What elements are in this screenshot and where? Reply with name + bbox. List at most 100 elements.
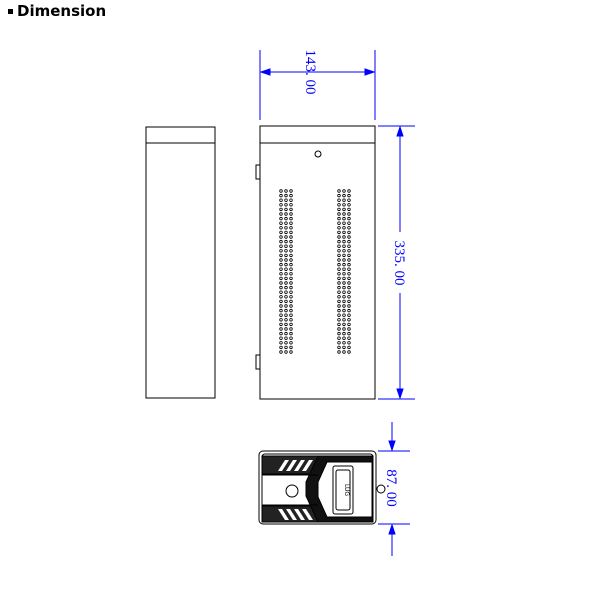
indicator-light-icon bbox=[314, 150, 322, 158]
vent-hole bbox=[289, 198, 293, 202]
vent-hole bbox=[284, 331, 288, 336]
vent-hole bbox=[279, 281, 283, 285]
vent-hole bbox=[289, 281, 293, 285]
vent-hole bbox=[337, 230, 341, 235]
vent-hole bbox=[289, 262, 293, 267]
vent-hole bbox=[342, 230, 346, 235]
vent-hole bbox=[289, 212, 293, 216]
vent-hole bbox=[337, 313, 341, 317]
side-view-body bbox=[145, 126, 216, 399]
vent-hole bbox=[289, 313, 293, 317]
vent-hole bbox=[337, 207, 341, 212]
vent-hole bbox=[337, 189, 341, 193]
vent-hole bbox=[337, 272, 341, 276]
vent-hole bbox=[337, 336, 341, 340]
vent-hole bbox=[284, 304, 288, 308]
vent-hole bbox=[284, 212, 288, 216]
top-view bbox=[258, 450, 386, 525]
vent-hole bbox=[279, 258, 283, 262]
vent-hole bbox=[342, 249, 346, 253]
vent-hole bbox=[342, 276, 346, 281]
vent-hole bbox=[289, 304, 293, 308]
vent-hole bbox=[284, 285, 288, 290]
vent-hole bbox=[284, 235, 288, 239]
vent-hole bbox=[337, 350, 341, 354]
section-heading-label: Dimension bbox=[17, 2, 107, 20]
vent-hole bbox=[289, 249, 293, 253]
vent-hole bbox=[337, 267, 341, 271]
vent-hole bbox=[279, 244, 283, 248]
vent-hole bbox=[347, 304, 351, 308]
vent-hole bbox=[347, 281, 351, 285]
vent-hole bbox=[289, 216, 293, 221]
vent-hole bbox=[347, 230, 351, 235]
vent-hole bbox=[347, 318, 351, 322]
vent-hole bbox=[342, 318, 346, 322]
vent-hole bbox=[284, 290, 288, 294]
vent-hole bbox=[342, 212, 346, 216]
vent-hole bbox=[337, 258, 341, 262]
vent-hole bbox=[342, 216, 346, 221]
vent-hole bbox=[289, 207, 293, 212]
depth-dimension bbox=[378, 422, 410, 556]
vent-hole bbox=[342, 235, 346, 239]
vent-hole bbox=[279, 235, 283, 239]
vent-hole bbox=[279, 285, 283, 290]
vent-hole bbox=[279, 221, 283, 225]
vent-hole bbox=[347, 221, 351, 225]
vent-hole bbox=[279, 313, 283, 317]
power-socket-icon bbox=[285, 484, 299, 498]
vent-hole bbox=[279, 341, 283, 345]
width-dimension-label: 143. 00 bbox=[302, 50, 318, 95]
vent-hole bbox=[289, 295, 293, 299]
vent-hole bbox=[342, 203, 346, 207]
vent-hole bbox=[337, 304, 341, 308]
vent-hole bbox=[337, 193, 341, 198]
vent-hole bbox=[284, 281, 288, 285]
vent-hole bbox=[347, 212, 351, 216]
vent-hole bbox=[284, 318, 288, 322]
vent-hole bbox=[347, 290, 351, 294]
vent-hole bbox=[289, 290, 293, 294]
vent-hole bbox=[289, 203, 293, 207]
section-heading: Dimension bbox=[8, 2, 106, 20]
vent-hole bbox=[337, 239, 341, 244]
vent-hole bbox=[289, 318, 293, 322]
front-view-body bbox=[259, 125, 376, 400]
vent-hole bbox=[347, 272, 351, 276]
vent-hole bbox=[347, 258, 351, 262]
arrowhead-icon bbox=[388, 523, 396, 535]
vent-hole bbox=[347, 295, 351, 299]
vent-hole bbox=[289, 331, 293, 336]
vent-hole bbox=[284, 313, 288, 317]
vent-hole bbox=[347, 216, 351, 221]
vent-hole bbox=[284, 336, 288, 340]
vent-hole bbox=[289, 193, 293, 198]
vent-hole bbox=[289, 336, 293, 340]
vent-hole bbox=[284, 322, 288, 327]
vent-hole bbox=[289, 221, 293, 225]
top-view-display-inner bbox=[335, 469, 351, 511]
vent-hole bbox=[279, 331, 283, 336]
vent-hole bbox=[347, 345, 351, 350]
vent-hole bbox=[342, 239, 346, 244]
vent-hole bbox=[279, 304, 283, 308]
vent-hole bbox=[289, 272, 293, 276]
vent-hole bbox=[284, 253, 288, 258]
vent-hole bbox=[284, 327, 288, 331]
vent-hole bbox=[279, 253, 283, 258]
vent-hole bbox=[342, 207, 346, 212]
vent-hole bbox=[342, 189, 346, 193]
vent-hole bbox=[337, 221, 341, 225]
vent-hole bbox=[337, 203, 341, 207]
vent-hole bbox=[284, 239, 288, 244]
vent-hole bbox=[347, 198, 351, 202]
depth-dimension-label: 87. 00 bbox=[383, 469, 399, 507]
top-view-label: LUG bbox=[343, 484, 350, 496]
vent-hole bbox=[284, 216, 288, 221]
vent-hole bbox=[284, 249, 288, 253]
vent-hole bbox=[342, 253, 346, 258]
side-latch bbox=[255, 164, 261, 180]
vent-hole bbox=[342, 345, 346, 350]
vent-hole bbox=[337, 262, 341, 267]
